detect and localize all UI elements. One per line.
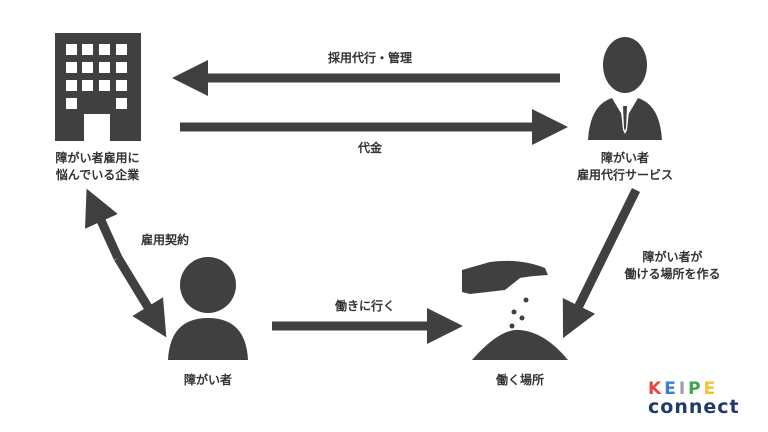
label-recruit: 採用代行・管理 — [327, 51, 412, 65]
node-company: 障がい者雇用に 悩んでいる企業 — [55, 151, 140, 182]
label-create-place: 障がい者が 働ける場所を作る — [624, 250, 721, 281]
soil-pile-icon — [472, 329, 568, 360]
hand-sprinkle-icon — [462, 260, 568, 360]
logo-connect: connect — [648, 396, 740, 418]
arrow-contract-down — [114, 255, 167, 338]
label-goto-work: 働きに行く — [334, 299, 395, 313]
label-fee: 代金 — [357, 141, 382, 155]
node-person: 障がい者 — [183, 373, 232, 387]
logo-keipe: KEIPE — [648, 379, 719, 399]
keipe-connect-logo: KEIPE connect — [648, 379, 740, 418]
label-contract: 雇用契約 — [140, 233, 189, 247]
building-icon — [55, 33, 141, 141]
node-service: 障がい者 雇用代行サービス — [576, 151, 673, 182]
node-workplace: 働く場所 — [495, 373, 544, 387]
person-icon — [168, 257, 248, 360]
arrow-create-place — [562, 188, 641, 339]
arrow-contract-up — [85, 188, 123, 260]
businessman-icon — [588, 37, 662, 140]
